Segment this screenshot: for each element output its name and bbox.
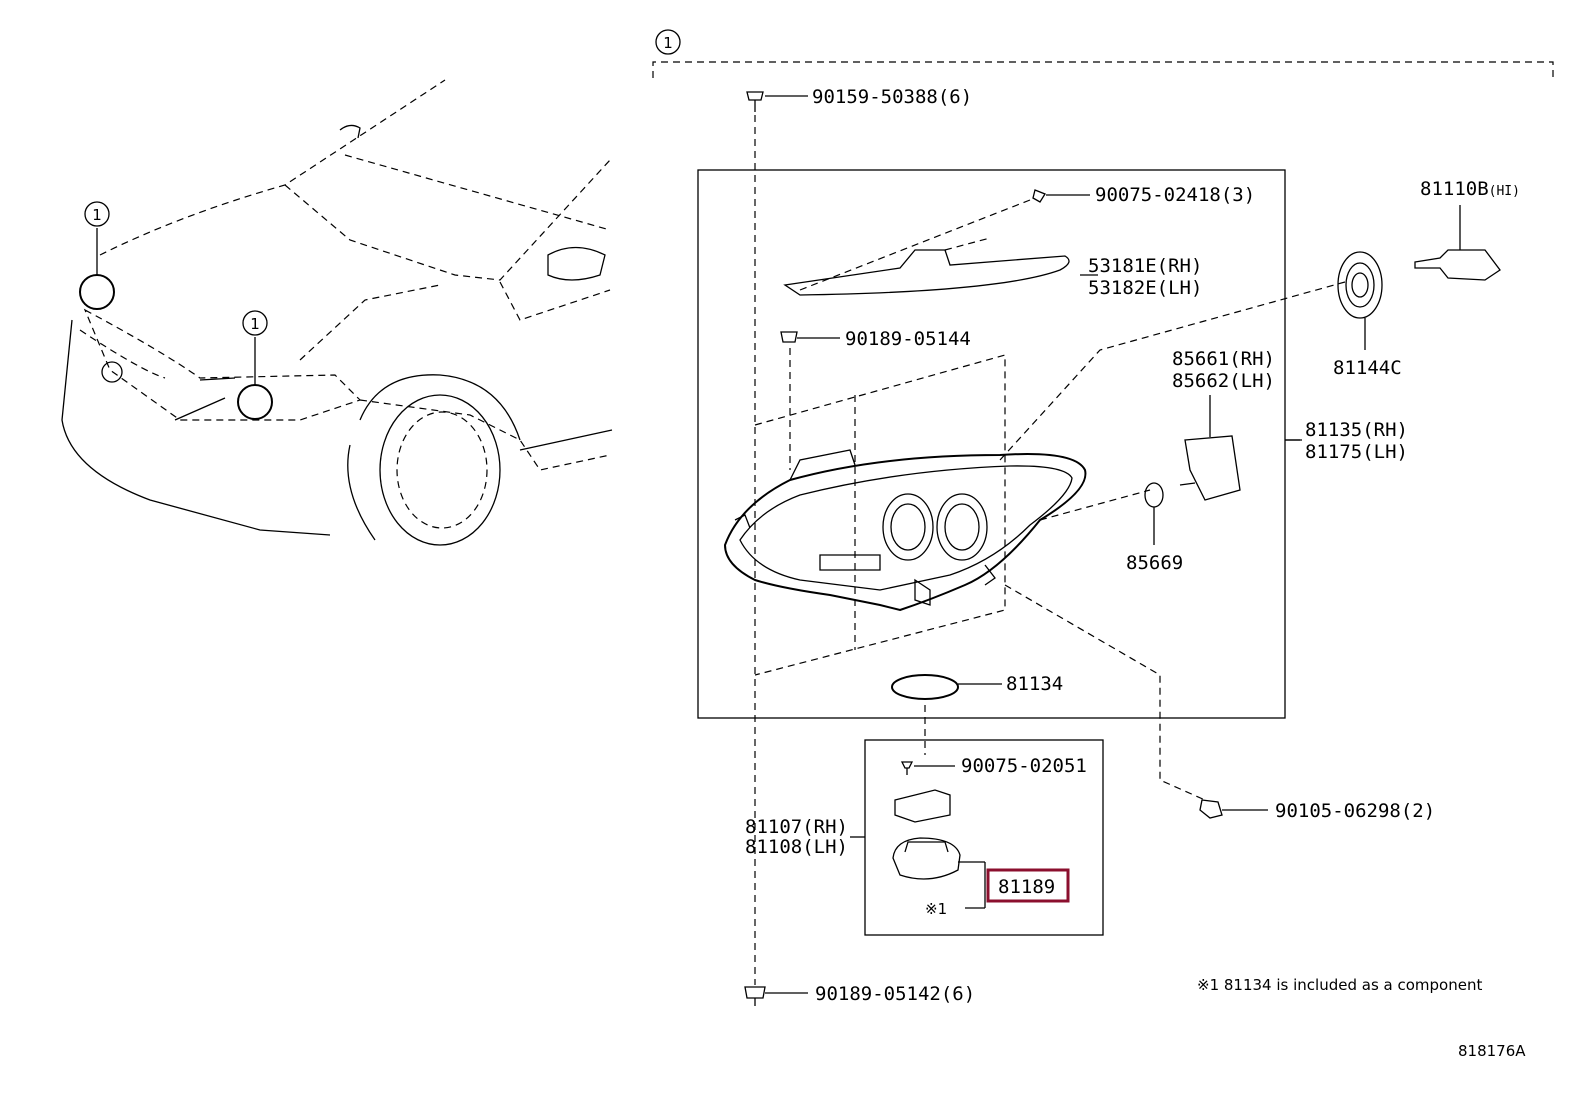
label-note-ref: ※1 (925, 900, 947, 918)
label-clip-side[interactable]: 90105-06298(2) (1275, 800, 1435, 822)
label-socket-cover[interactable]: 81144C (1333, 357, 1402, 379)
label-unit-lh[interactable]: 81175(LH) (1305, 441, 1408, 463)
label-computer-lh[interactable]: 81108(LH) (745, 836, 848, 858)
assembly-header: 1 (652, 29, 1554, 78)
label-o-ring[interactable]: 85669 (1126, 552, 1183, 574)
label-bulb[interactable]: 81110B(HI) (1420, 178, 1520, 200)
leveling-motor-drawing (1179, 395, 1241, 501)
label-bolt-bottom[interactable]: 90189-05142(6) (815, 983, 975, 1005)
screw-90075-02418 (1032, 189, 1090, 203)
label-screw-ballast[interactable]: 90075-02051 (961, 755, 1087, 777)
screw-90075-02051 (900, 761, 955, 775)
label-screw-cover[interactable]: 90075-02418(3) (1095, 184, 1255, 206)
headlamp-housing-drawing (723, 449, 1087, 612)
screw-90159 (746, 91, 808, 112)
screw-90189-05144 (780, 331, 840, 343)
label-cover-lh[interactable]: 53182E(LH) (1088, 277, 1202, 299)
label-unit-rh[interactable]: 81135(RH) (1305, 419, 1408, 441)
bulb-drawing (1414, 205, 1501, 281)
callout-2-label: 1 (250, 315, 260, 333)
label-screw-housing[interactable]: 90189-05144 (845, 328, 971, 350)
label-motor-rh[interactable]: 85661(RH) (1172, 348, 1275, 370)
label-selected-part[interactable]: 81189 (998, 876, 1055, 898)
label-computer-rh[interactable]: 81107(RH) (745, 816, 848, 838)
clip-90105 (1199, 799, 1268, 819)
footnote: ※1 81134 is included as a component (1197, 976, 1482, 994)
headlamp-box (697, 169, 1286, 719)
label-cover-rh[interactable]: 53181E(RH) (1088, 255, 1202, 277)
cover-strip-drawing (783, 199, 1070, 296)
diagram-id: 818176A (1458, 1042, 1526, 1060)
gasket-drawing (891, 674, 959, 700)
assembly-callout-label: 1 (663, 34, 673, 52)
label-gasket[interactable]: 81134 (1006, 673, 1063, 695)
label-bolt-top[interactable]: 90159-50388(6) (812, 86, 972, 108)
o-ring-drawing (1144, 482, 1164, 508)
computer-drawing (892, 789, 986, 909)
selected-part-highlight[interactable] (986, 868, 1070, 903)
callout-1-label: 1 (92, 206, 102, 224)
bolt-90189-05142 (744, 986, 808, 1006)
label-motor-lh[interactable]: 85662(LH) (1172, 370, 1275, 392)
car-front-illustration: 1 1 (61, 79, 613, 546)
socket-cover-drawing (1337, 251, 1383, 350)
